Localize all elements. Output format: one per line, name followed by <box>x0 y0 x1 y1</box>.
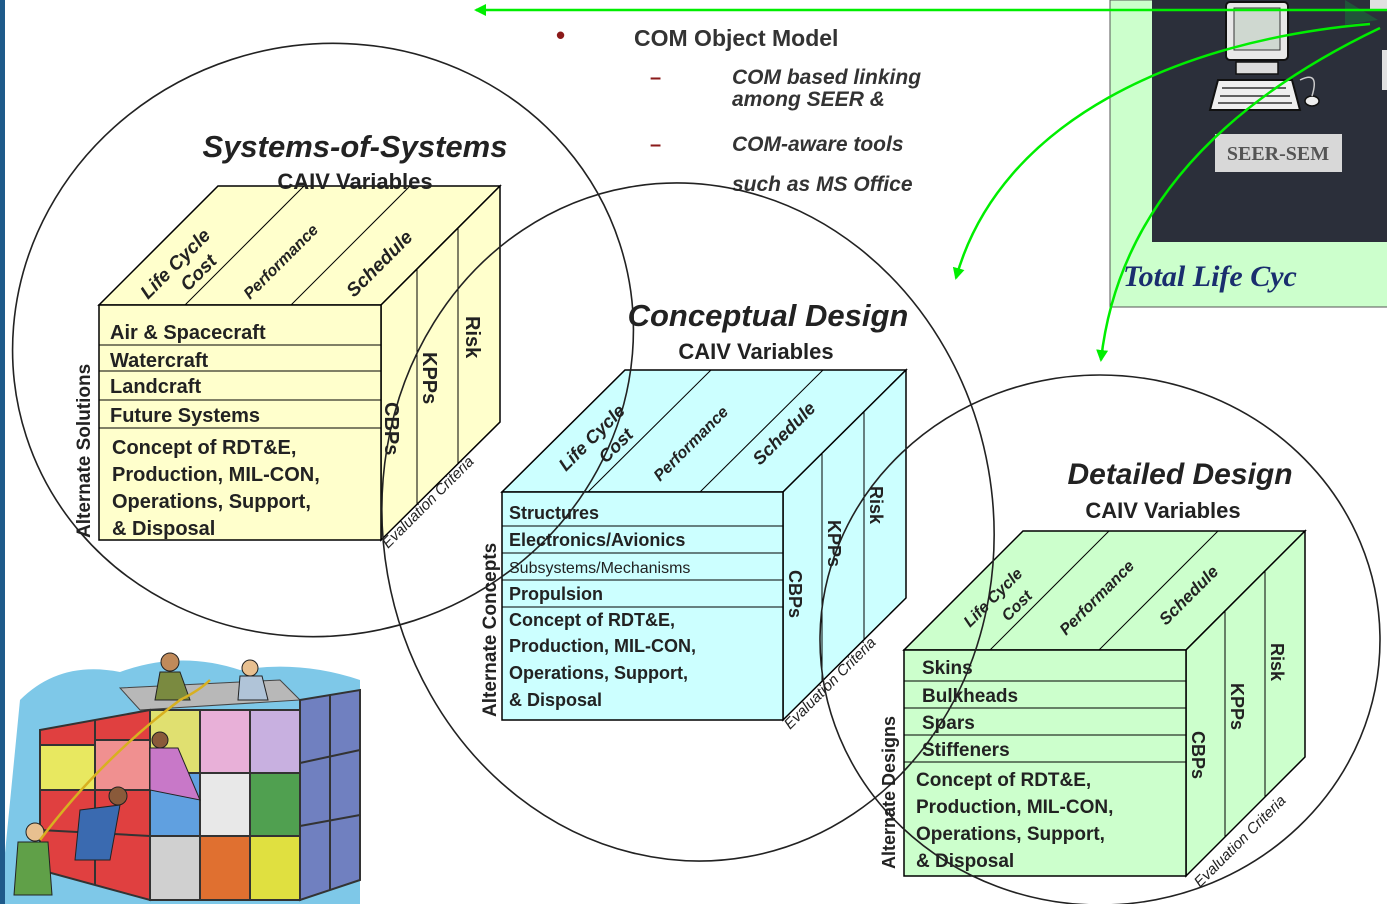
concept-line-1: Production, MIL-CON, <box>509 636 696 656</box>
row-1: Watercraft <box>110 350 209 372</box>
ellipse-systems <box>11 42 635 638</box>
cube-front-face <box>98 304 382 541</box>
row-3: Propulsion <box>509 584 603 604</box>
ellipse-conceptual <box>381 182 995 862</box>
side-label-kpps: KPPs <box>1227 683 1247 730</box>
side-label-cbps: CBPs <box>1188 731 1208 779</box>
left-edge-bar <box>0 0 5 904</box>
row-0: Air & Spacecraft <box>110 322 266 344</box>
dash-1: – <box>650 67 661 89</box>
side-label-cbps: CBPs <box>785 570 805 618</box>
arrow-to-detailed <box>1096 26 1381 362</box>
panel-caption: Total Life Cyc <box>1123 260 1297 293</box>
cube-title: Detailed Design <box>1067 458 1292 491</box>
sub1-line1: COM based linking <box>732 66 921 89</box>
row-2: Subsystems/Mechanisms <box>509 560 690 577</box>
row-1: Electronics/Avionics <box>509 530 685 550</box>
side-label-kpps: KPPs <box>824 520 844 567</box>
side-label-risk: Risk <box>461 316 483 359</box>
concept-line-1: Production, MIL-CON, <box>112 464 320 486</box>
row-2: Landcraft <box>110 376 201 398</box>
ellipse-detailed <box>819 374 1381 904</box>
cube-title: Conceptual Design <box>628 298 909 333</box>
row-3: Future Systems <box>110 405 260 427</box>
concept-line-1: Production, MIL-CON, <box>916 797 1113 818</box>
cube-axis-label: Alternate Solutions <box>74 364 95 538</box>
sub1-line2: among SEER & <box>732 88 885 111</box>
side-label-kpps: KPPs <box>418 352 440 404</box>
arrows <box>474 4 1387 362</box>
seer-sem-label: SEER-SEM <box>1227 143 1329 165</box>
climbers-clipart <box>0 650 361 904</box>
cube-front-face <box>903 649 1187 877</box>
dash-2: – <box>650 134 661 156</box>
sub2-line1: COM-aware tools <box>732 133 904 156</box>
concept-line-3: & Disposal <box>509 690 602 710</box>
sub2-line2: such as MS Office <box>732 173 913 196</box>
seer-panel: SEER-SEM Total Life Cyc <box>1109 0 1387 308</box>
concept-line-0: Concept of RDT&E, <box>509 610 675 630</box>
arrow-to-conceptual <box>952 22 1371 280</box>
cube-title: Systems-of-Systems <box>203 129 508 164</box>
cube-axis-label: Alternate Concepts <box>480 543 501 717</box>
row-0: Skins <box>922 658 973 679</box>
row-3: Stiffeners <box>922 740 1010 761</box>
bullet-main: COM Object Model <box>634 25 838 51</box>
cube-conceptual-design: Life Cycle Cost Performance Schedule Ris… <box>480 298 908 733</box>
row-2: Spars <box>922 713 975 734</box>
bullet-dot: • <box>556 20 565 50</box>
concept-line-2: Operations, Support, <box>916 824 1105 845</box>
concept-line-3: & Disposal <box>916 851 1014 872</box>
cube-subtitle: CAIV Variables <box>277 169 432 194</box>
side-label-risk: Risk <box>1267 643 1287 682</box>
concept-line-3: & Disposal <box>112 518 215 540</box>
cube-systems-of-systems: Life Cycle Cost Performance Schedule Ris… <box>74 129 507 552</box>
concept-line-2: Operations, Support, <box>112 491 311 513</box>
concept-line-2: Operations, Support, <box>509 663 688 683</box>
cube-subtitle: CAIV Variables <box>678 339 833 364</box>
row-1: Bulkheads <box>922 686 1018 707</box>
concept-line-0: Concept of RDT&E, <box>916 770 1091 791</box>
side-label-risk: Risk <box>866 486 886 525</box>
cube-subtitle: CAIV Variables <box>1085 498 1240 523</box>
concept-line-0: Concept of RDT&E, <box>112 437 296 459</box>
bullet-list: • COM Object Model – COM based linking a… <box>556 20 921 196</box>
cube-detailed-design: Life Cycle Cost Performance Schedule Ris… <box>879 458 1307 891</box>
cube-front-face <box>501 491 784 721</box>
cube-axis-label: Alternate Designs <box>879 716 899 869</box>
row-0: Structures <box>509 503 599 523</box>
